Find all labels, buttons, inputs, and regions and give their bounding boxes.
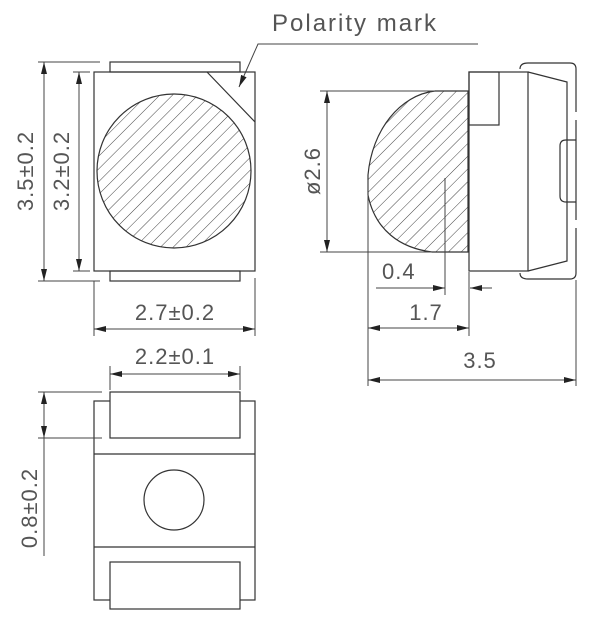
dim-lens-diameter: ø2.6 bbox=[300, 147, 325, 195]
side-taper bbox=[527, 71, 568, 272]
body-outline bbox=[93, 71, 256, 272]
dim-lens-depth: 1.7 bbox=[409, 300, 443, 325]
side-notch bbox=[468, 71, 500, 126]
dim-outer-height: 3.5±0.2 bbox=[13, 131, 38, 211]
dim-width: 2.7±0.2 bbox=[135, 300, 215, 325]
lead-frame bbox=[519, 62, 577, 280]
side-view: ø2.6 0.4 1.7 3.5 bbox=[300, 62, 577, 386]
bottom-view: 2.2±0.1 0.8±0.2 bbox=[17, 344, 256, 610]
bottom-pad bbox=[109, 270, 241, 282]
lens-dome bbox=[367, 90, 469, 253]
dim-total-length: 3.5 bbox=[463, 348, 497, 373]
polarity-callout: Polarity mark bbox=[238, 10, 478, 88]
polarity-leader-line bbox=[238, 43, 478, 88]
polarity-chamfer bbox=[206, 71, 256, 123]
dim-offset: 0.4 bbox=[382, 259, 416, 284]
dim-body-height: 3.2±0.2 bbox=[49, 131, 74, 211]
polarity-mark-label: Polarity mark bbox=[272, 10, 438, 37]
bottom-pad-top bbox=[109, 391, 241, 439]
top-view: 3.5±0.2 3.2±0.2 2.7±0.2 bbox=[13, 61, 256, 336]
bottom-pad-bottom bbox=[109, 561, 241, 610]
top-pad bbox=[109, 61, 241, 73]
lens-circle bbox=[96, 93, 252, 249]
dim-pad-height: 0.8±0.2 bbox=[17, 468, 42, 548]
thermal-pad-circle bbox=[143, 469, 205, 531]
dim-pad-width: 2.2±0.1 bbox=[135, 344, 215, 369]
lead-tab bbox=[559, 139, 576, 203]
